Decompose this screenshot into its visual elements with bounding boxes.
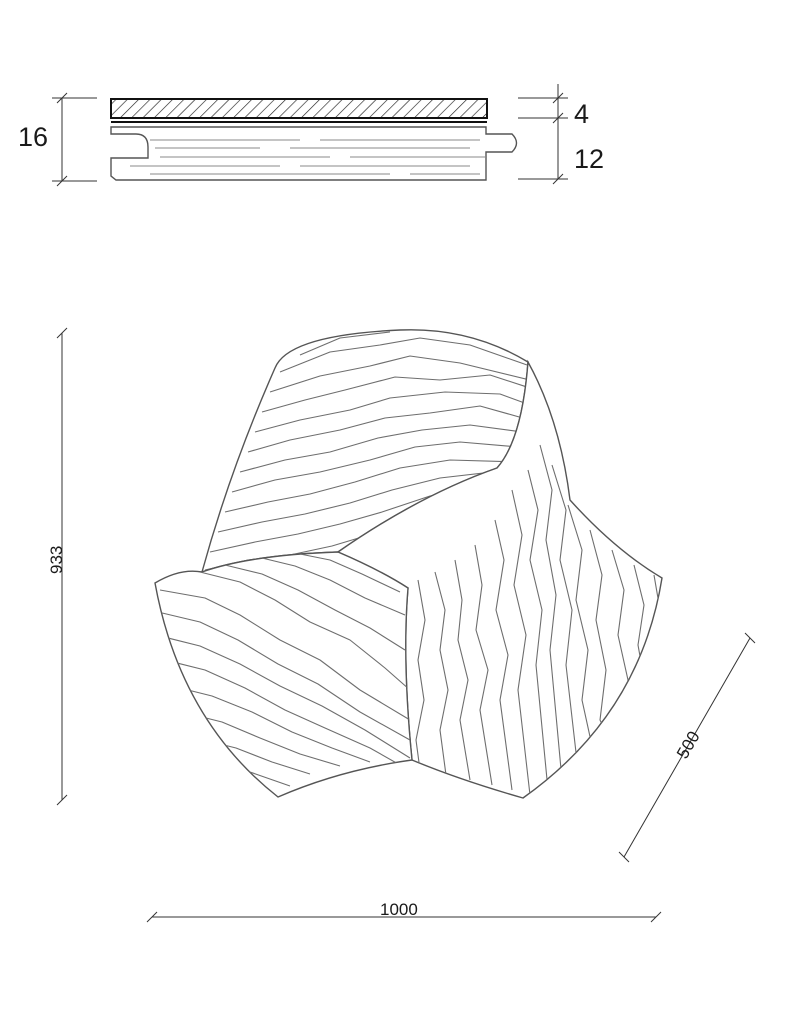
- tile-width-label: 1000: [380, 900, 418, 919]
- base-layer-grain: [130, 139, 485, 175]
- base-layer-label: 12: [574, 144, 604, 174]
- dimension-tile-width: 1000: [146, 900, 662, 923]
- top-layer-hatched: [110, 98, 488, 119]
- tile-plan-view: [154, 329, 663, 799]
- dimension-layers: 4 12: [518, 84, 604, 185]
- dimension-tile-side: 500: [618, 632, 756, 863]
- tile-side-label: 500: [673, 728, 704, 762]
- top-layer-label: 4: [574, 99, 589, 129]
- tile-height-label: 933: [47, 546, 66, 574]
- total-thickness-label: 16: [18, 122, 48, 152]
- petal-right: [336, 359, 663, 799]
- dimension-tile-height: 933: [47, 327, 68, 806]
- petal-left: [154, 551, 413, 798]
- petal-top: [200, 329, 529, 574]
- cross-section-profile: 16 4 12: [18, 84, 604, 187]
- base-layer: [110, 126, 518, 181]
- dimension-total-thickness: 16: [18, 92, 97, 187]
